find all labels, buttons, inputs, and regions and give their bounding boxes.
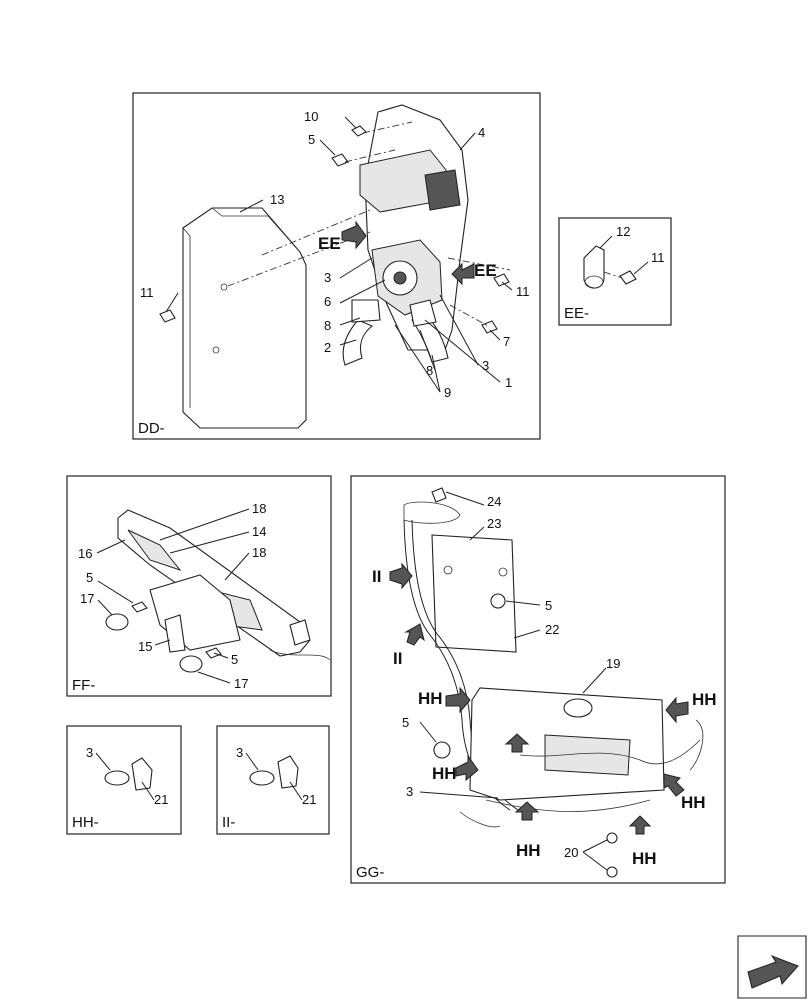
callout-dd-3b: 3 (482, 358, 489, 373)
callout-dd-13: 13 (270, 192, 284, 207)
panel-ee (558, 217, 672, 326)
callout-dd-6: 6 (324, 294, 331, 309)
panel-caption-ii: II- (222, 814, 235, 831)
callout-hh-21: 21 (154, 792, 168, 807)
panel-ff (66, 475, 332, 697)
panel-caption-ff: FF- (72, 677, 95, 694)
panel-caption-hh: HH- (72, 814, 99, 831)
callout-ff-15: 15 (138, 639, 152, 654)
view-arrow-ii-2: II (393, 649, 402, 668)
callout-ff-17: 17 (80, 591, 94, 606)
panel-caption-gg: GG- (356, 864, 384, 881)
callout-ff-14: 14 (252, 524, 266, 539)
callout-dd-4: 4 (478, 125, 485, 140)
callout-gg-3: 3 (406, 784, 413, 799)
callout-gg-19: 19 (606, 656, 620, 671)
callout-dd-8b: 8 (426, 363, 433, 378)
callout-ii-21: 21 (302, 792, 316, 807)
view-arrow-hh-6: HH (632, 849, 657, 868)
callout-dd-10: 10 (304, 109, 318, 124)
callout-dd-9: 9 (444, 385, 451, 400)
callout-ff-16: 16 (78, 546, 92, 561)
panel-ii (216, 725, 330, 835)
callout-ff-18-mid: 18 (252, 545, 266, 560)
callout-ee-12: 12 (616, 224, 630, 239)
callout-gg-24: 24 (487, 494, 501, 509)
callout-dd-7: 7 (503, 334, 510, 349)
callout-gg-20: 20 (564, 845, 578, 860)
view-arrow-hh-4: HH (681, 793, 706, 812)
panel-hh (66, 725, 182, 835)
callout-dd-3: 3 (324, 270, 331, 285)
view-arrow-hh-1: HH (418, 689, 443, 708)
callout-dd-11-right: 11 (516, 284, 530, 299)
callout-gg-23: 23 (487, 516, 501, 531)
callout-dd-8: 8 (324, 318, 331, 333)
view-arrow-hh-5: HH (516, 841, 541, 860)
callout-ff-17b: 17 (234, 676, 248, 691)
panel-gg (350, 475, 726, 884)
callout-ff-5b: 5 (231, 652, 238, 667)
callout-ff-18-top: 18 (252, 501, 266, 516)
view-arrow-ee-left: EE (318, 234, 341, 253)
panel-dd (132, 92, 541, 440)
callout-ee-11: 11 (651, 250, 665, 265)
view-arrow-hh-3: HH (432, 764, 457, 783)
view-arrow-ee-right: EE (474, 261, 497, 280)
callout-gg-5b: 5 (402, 715, 409, 730)
callout-gg-5: 5 (545, 598, 552, 613)
callout-dd-2: 2 (324, 340, 331, 355)
callout-dd-11-left: 11 (140, 285, 154, 300)
panel-caption-dd: DD- (138, 420, 165, 437)
callout-gg-22: 22 (545, 622, 559, 637)
callout-ff-5: 5 (86, 570, 93, 585)
callout-ii-3: 3 (236, 745, 243, 760)
callout-dd-5: 5 (308, 132, 315, 147)
next-page-arrow-icon[interactable] (737, 935, 807, 999)
panel-caption-ee: EE- (564, 305, 589, 322)
callout-dd-1: 1 (505, 375, 512, 390)
callout-hh-3: 3 (86, 745, 93, 760)
view-arrow-hh-2: HH (692, 690, 717, 709)
view-arrow-ii-1: II (372, 567, 381, 586)
